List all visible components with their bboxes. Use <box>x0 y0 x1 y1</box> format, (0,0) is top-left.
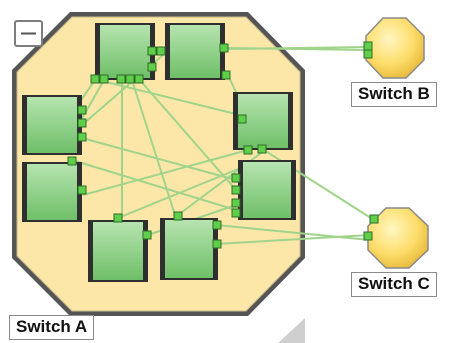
device-1[interactable] <box>95 23 155 80</box>
port <box>219 43 229 53</box>
port <box>363 41 373 51</box>
link <box>71 159 237 211</box>
port <box>231 208 241 218</box>
link <box>81 137 237 181</box>
port <box>147 62 157 72</box>
link <box>97 79 241 116</box>
port <box>363 231 373 241</box>
link <box>117 164 249 219</box>
link <box>82 149 249 196</box>
port <box>90 74 100 84</box>
port <box>113 213 123 223</box>
link <box>215 224 371 241</box>
switch-b-label: Switch B <box>351 82 437 107</box>
port <box>77 185 87 195</box>
port <box>142 230 152 240</box>
port <box>125 74 135 84</box>
port <box>212 239 222 249</box>
port <box>147 46 157 56</box>
minus-box-icon[interactable] <box>14 20 43 47</box>
device-4[interactable] <box>233 92 293 150</box>
port <box>231 173 241 183</box>
link <box>223 47 369 51</box>
port <box>369 214 379 224</box>
port <box>99 74 109 84</box>
port <box>173 211 183 221</box>
device-8[interactable] <box>160 218 218 280</box>
port <box>116 74 126 84</box>
device-5[interactable] <box>22 162 82 222</box>
port <box>231 185 241 195</box>
device-6[interactable] <box>238 160 296 220</box>
switch-b-node[interactable] <box>363 17 425 79</box>
port <box>67 156 77 166</box>
switch-c-node[interactable] <box>363 207 429 269</box>
ports <box>67 43 267 249</box>
switch-c-label: Switch C <box>351 272 437 297</box>
port <box>156 46 166 56</box>
device-3[interactable] <box>22 95 82 155</box>
port <box>134 74 144 84</box>
port <box>221 70 231 80</box>
link <box>137 77 237 191</box>
link <box>79 79 105 123</box>
port <box>237 114 247 124</box>
port <box>257 144 267 154</box>
port <box>77 132 87 142</box>
port <box>363 49 373 59</box>
link <box>131 79 176 216</box>
port <box>231 198 241 208</box>
device-2[interactable] <box>165 23 225 80</box>
port <box>77 105 87 115</box>
resize-grip[interactable] <box>278 318 305 343</box>
port <box>212 220 222 230</box>
port <box>77 118 87 128</box>
port <box>243 145 253 155</box>
switch-a-label: Switch A <box>9 315 95 340</box>
device-7[interactable] <box>88 220 148 282</box>
